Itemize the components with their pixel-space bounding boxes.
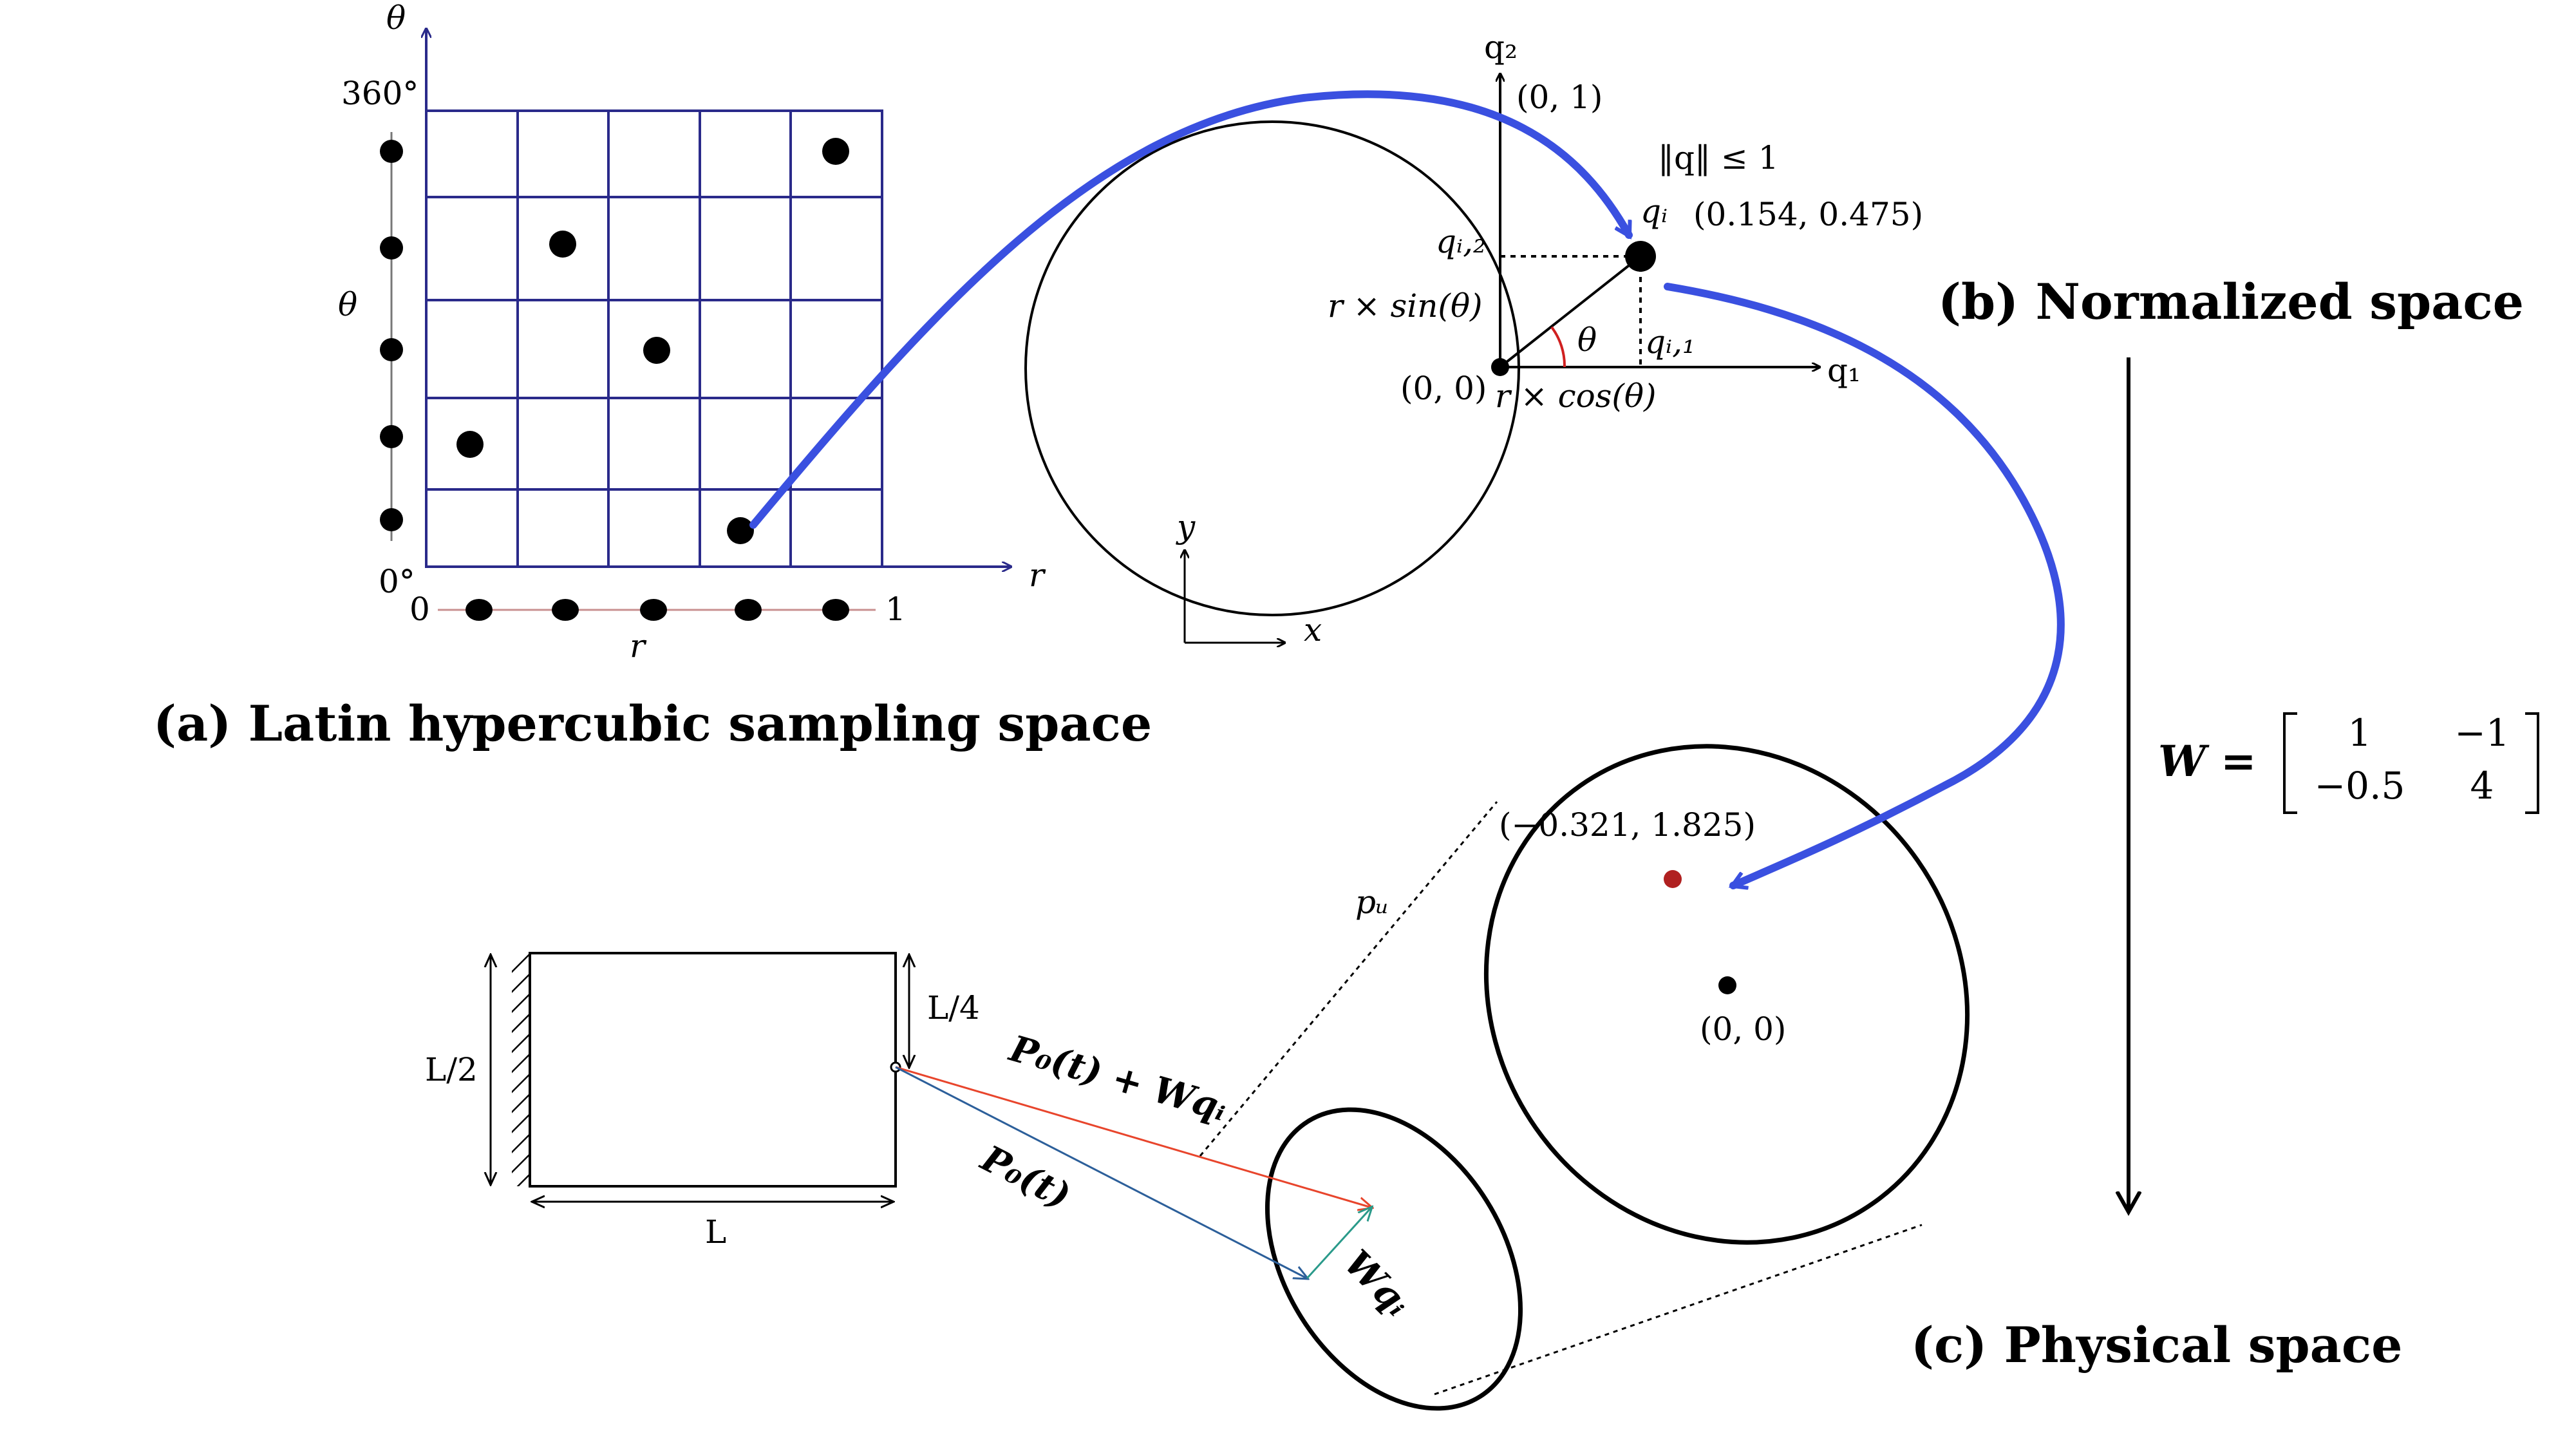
p0-plus-label: P₀(t) + Wqᵢ [1004, 1027, 1232, 1130]
q2-axis-label: q₂ [1484, 28, 1518, 66]
matrix-r1c2: −1 [2454, 711, 2510, 755]
matrix-lhs: W = [2158, 736, 2256, 786]
mapping-arrow-normalized-to-physical [1664, 283, 2065, 886]
frame-y-label: y [1176, 508, 1196, 545]
qi-point [1625, 241, 1656, 272]
theta-max-label: 360° [341, 75, 418, 112]
physical-origin-dot [1718, 976, 1736, 994]
r-min-label: 0 [409, 591, 430, 628]
projection-line-top [1199, 801, 1498, 1157]
radius-line [1499, 255, 1642, 368]
r-marginal-dots [465, 599, 849, 621]
theta-angle-label: θ [1577, 321, 1597, 359]
frame-x-label: x [1304, 611, 1322, 649]
origin-label: (0, 0) [1400, 370, 1487, 407]
mapping-arrow-lhs-to-normalized [749, 90, 1633, 529]
pu-label: pᵤ [1355, 884, 1389, 921]
theta-angle-arc [1550, 326, 1566, 368]
beam-diagram: L/2 L L/4 P₀(t) + Wqᵢ P₀(t) Wqᵢ [425, 952, 1418, 1325]
r-cos-label: r × cos(θ) [1495, 377, 1656, 415]
beam-quarter-label: L/4 [927, 989, 980, 1027]
qi1-label: qᵢ,₁ [1645, 323, 1695, 361]
physical-ellipse [1483, 744, 1970, 1245]
transformed-point [1664, 870, 1682, 888]
qi-coords-label: (0.154, 0.475) [1693, 196, 1923, 233]
caption-c: (c) Physical space [1911, 1316, 2403, 1374]
theta-min-label: 0° [379, 563, 415, 600]
xy-frame: y x [1176, 508, 1322, 649]
matrix-r1c1: 1 [2348, 711, 2372, 755]
caption-a: (a) Latin hypercubic sampling space [153, 695, 1152, 752]
qi-label: qᵢ [1641, 193, 1668, 230]
unit-circle [1024, 120, 1520, 616]
theta-axis-label: θ [386, 0, 406, 37]
p0-label: P₀(t) [973, 1137, 1077, 1218]
theta-side-label: θ [338, 286, 357, 323]
q1-axis-label: q₁ [1827, 352, 1861, 389]
r-sin-label: r × sin(θ) [1328, 287, 1483, 325]
normalized-panel: q₂ q₁ (0, 1) ‖q‖ ≤ 1 qᵢ (0.154, 0.475) q… [1024, 28, 1923, 616]
wq-label: Wqᵢ [1336, 1242, 1418, 1324]
caption-b: (b) Normalized space [1938, 273, 2524, 330]
physical-origin-label: (0, 0) [1700, 1010, 1786, 1048]
matrix-r2c1: −0.5 [2315, 764, 2405, 808]
right-bracket [2525, 712, 2539, 814]
r-max-label: 1 [885, 591, 906, 628]
r-bottom-label: r [630, 627, 647, 665]
beam-rect [529, 952, 897, 1188]
lhs-samples [456, 138, 849, 544]
local-ellipse [1264, 1107, 1523, 1411]
origin-dot [1491, 358, 1509, 376]
matrix-w: W = 1 −1 −0.5 4 [2158, 711, 2539, 814]
wq-vector [1306, 1208, 1371, 1280]
lhs-panel: θ r 360° 0° θ 0 1 [338, 0, 1046, 665]
transformed-point-label: (−0.321, 1.825) [1499, 806, 1756, 844]
norm-constraint-label: ‖q‖ ≤ 1 [1658, 139, 1779, 176]
left-bracket [2283, 712, 2297, 814]
beam-length-label: L [705, 1213, 726, 1251]
matrix-r2c2: 4 [2470, 764, 2494, 808]
physical-panel: (−0.321, 1.825) (0, 0) pᵤ [1199, 744, 1970, 1411]
theta-marginal-dots [380, 140, 403, 531]
point-01-label: (0, 1) [1516, 79, 1603, 116]
p0-vector [895, 1066, 1307, 1278]
r-axis-label: r [1029, 556, 1046, 594]
wall-hatch [512, 953, 530, 1186]
beam-height-label: L/2 [425, 1051, 478, 1088]
p0-plus-vector [895, 1066, 1371, 1208]
qi2-label: qᵢ,₂ [1436, 223, 1486, 260]
